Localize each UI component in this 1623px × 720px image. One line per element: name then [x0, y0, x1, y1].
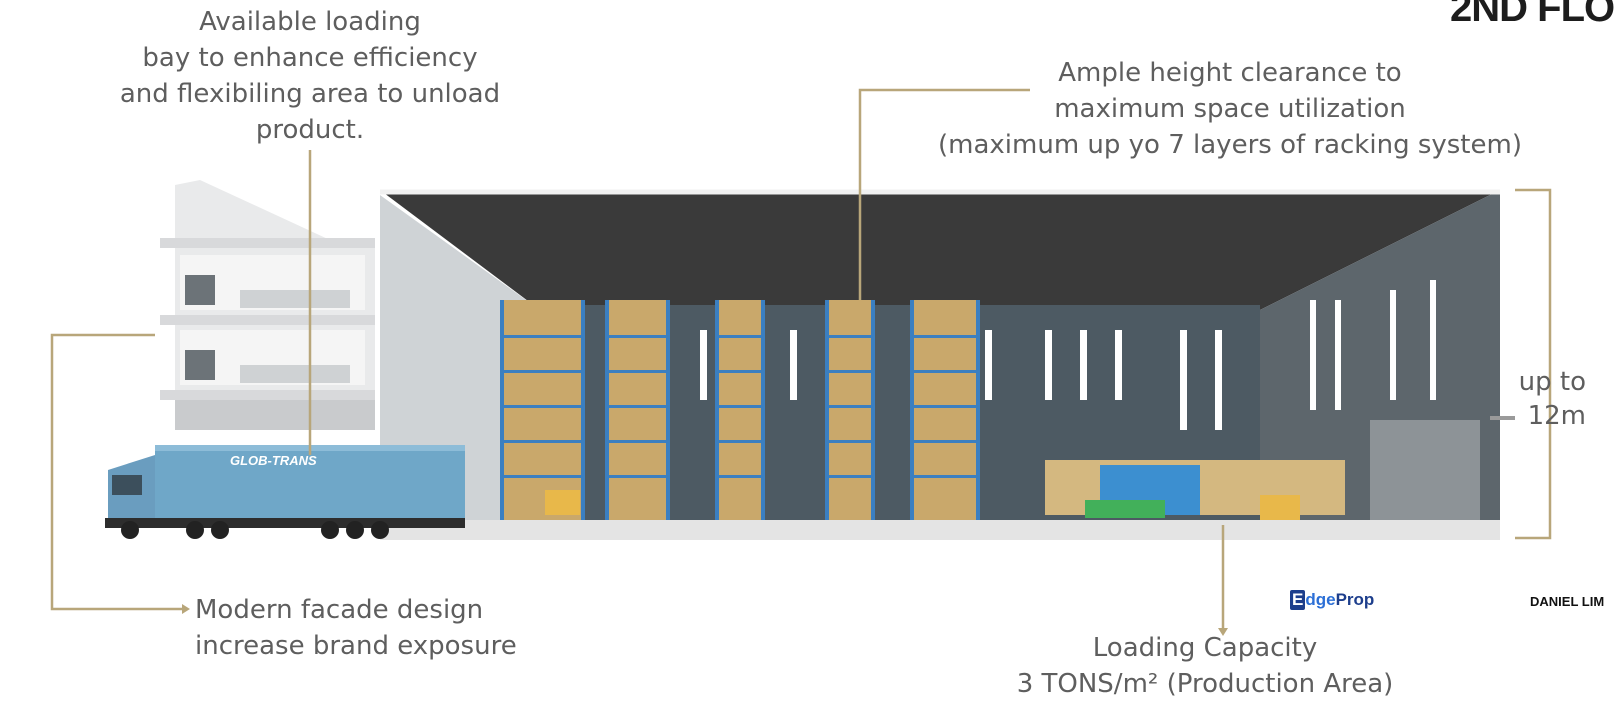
edgeprop-logo-prop: Prop	[1335, 590, 1375, 609]
rack-1	[500, 300, 585, 520]
callout-line-text: bay to enhance efficiency	[142, 43, 478, 73]
page-title: 2ND FLO	[1450, 0, 1615, 30]
callout-loading-capacity: Loading Capacity 3 TONS/m² (Production A…	[990, 630, 1420, 702]
rack-2	[605, 300, 670, 520]
callout-height-dimension: up to 12m	[1486, 365, 1586, 433]
callout-line-text: Ample height clearance to	[1058, 58, 1402, 88]
callout-line-text: up to	[1518, 367, 1586, 397]
callout-line-text: increase brand exposure	[195, 631, 517, 661]
callout-lines	[50, 88, 1552, 636]
agent-name: DANIEL LIM	[1530, 594, 1605, 609]
truck	[105, 445, 465, 539]
callout-line-text: 3 TONS/m² (Production Area)	[1016, 669, 1394, 699]
callout-line-text: and flexibiling area to unload	[119, 79, 501, 109]
rack-5	[910, 300, 980, 520]
callout-line-text: maximum space utilization	[1054, 94, 1406, 124]
edgeprop-logo-dge: dge	[1305, 590, 1336, 609]
office-block	[160, 180, 375, 430]
window-strips	[700, 280, 1436, 430]
pallet-stock	[545, 460, 1345, 520]
callout-line-text: product.	[255, 115, 365, 145]
callout-line-text: 12m	[1527, 401, 1586, 431]
callout-facade: Modern facade design increase brand expo…	[195, 592, 575, 664]
callout-line-text: Loading Capacity	[1092, 633, 1318, 663]
callout-line-text: Modern facade design	[195, 595, 484, 625]
rack-3	[715, 300, 765, 520]
callout-line-text: Available loading	[199, 7, 421, 37]
callout-line-text: (maximum up yo 7 layers of racking syste…	[938, 130, 1522, 160]
callout-loading-bay: Available loading bay to enhance efficie…	[100, 4, 520, 148]
edgeprop-logo-badge: E	[1290, 590, 1306, 610]
racking-system	[500, 300, 980, 520]
rack-4	[825, 300, 875, 520]
callout-height-clearance: Ample height clearance to maximum space …	[925, 55, 1535, 163]
